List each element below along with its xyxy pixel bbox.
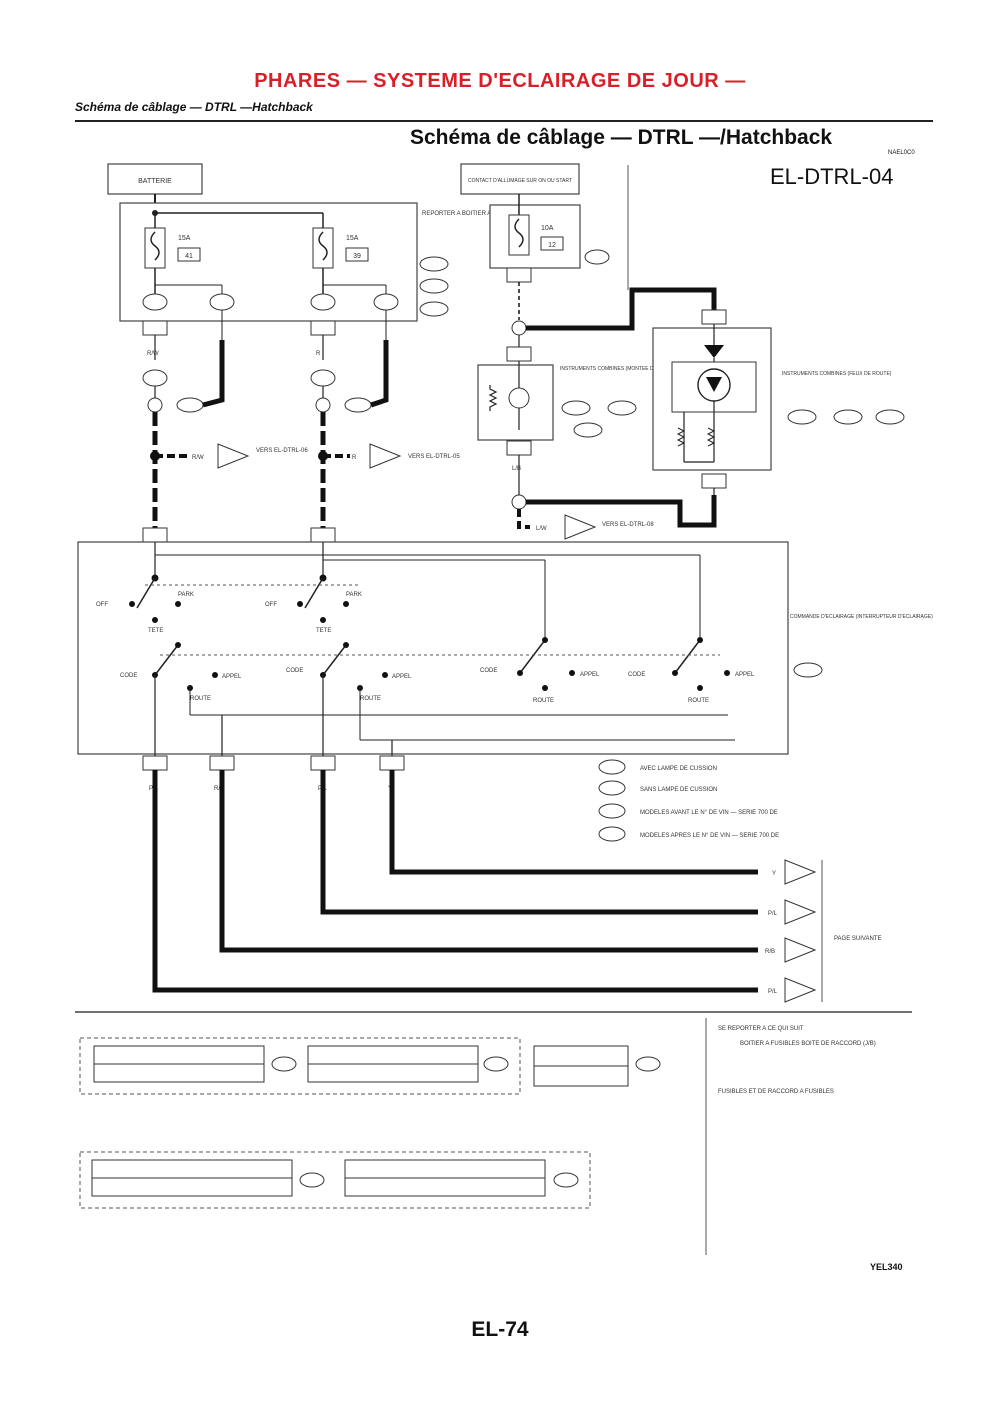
svg-text:CODE: CODE — [286, 668, 303, 674]
svg-text:P/L: P/L — [768, 911, 778, 917]
light-switch — [77, 541, 789, 755]
fuse-block — [119, 202, 418, 322]
svg-text:R/B: R/B — [214, 786, 224, 792]
svg-text:R/W: R/W — [147, 351, 159, 357]
fuse-box-note: REPORTER A BOITIER A FUSIBLES — [422, 211, 522, 217]
svg-text:39: 39 — [353, 253, 361, 260]
diagram-title: Schéma de câblage — DTRL —/Hatchback — [410, 126, 833, 149]
svg-text:R: R — [316, 351, 321, 357]
legend: AVEC LAMPE DE CUSSION SANS LAMPE DE CUSS… — [598, 759, 779, 842]
svg-text:APPEL: APPEL — [222, 674, 242, 680]
svg-text:MODELES AVANT LE N° DE VIN — S: MODELES AVANT LE N° DE VIN — SERIE 700 D… — [640, 810, 778, 816]
connector-views — [79, 1037, 661, 1209]
svg-text:OFF: OFF — [96, 602, 108, 608]
switch-label: COMMANDE D'ECLAIRAGE (INTERRUPTEUR D'ECL… — [790, 614, 933, 620]
svg-text:ROUTE: ROUTE — [688, 698, 709, 704]
svg-text:ROUTE: ROUTE — [360, 696, 381, 702]
to-dtrl-06-left: VERS EL-DTRL-06 — [256, 448, 308, 454]
svg-text:CODE: CODE — [120, 673, 137, 679]
to-dtrl-08: VERS EL-DTRL-08 — [602, 522, 654, 528]
svg-text:PARK: PARK — [346, 592, 362, 598]
svg-text:ROUTE: ROUTE — [533, 698, 554, 704]
svg-text:APPEL: APPEL — [392, 674, 412, 680]
combination-meter-label: INSTRUMENTS COMBINES (MONTEE DE VOYANT) — [560, 366, 681, 372]
diagram-code: EL-DTRL-04 — [770, 164, 894, 189]
svg-text:L/W: L/W — [536, 526, 547, 532]
svg-text:APPEL: APPEL — [735, 672, 755, 678]
svg-text:CODE: CODE — [628, 672, 645, 678]
page-title: PHARES — SYSTEME D'ECLAIRAGE DE JOUR — — [254, 70, 746, 92]
header-divider — [75, 120, 933, 122]
svg-text:ROUTE: ROUTE — [190, 696, 211, 702]
svg-text:TETE: TETE — [148, 628, 163, 634]
svg-text:P/L: P/L — [768, 989, 778, 995]
battery-label: BATTERIE — [138, 178, 172, 185]
svg-text:15A: 15A — [346, 235, 359, 242]
svg-text:15A: 15A — [178, 235, 191, 242]
diagram-ref-code: NAEL0C0 — [888, 150, 915, 156]
figure-id: YEL340 — [870, 1262, 903, 1272]
svg-text:PARK: PARK — [178, 592, 194, 598]
ignition-box — [460, 163, 580, 195]
svg-text:TETE: TETE — [316, 628, 331, 634]
svg-text:Y: Y — [772, 871, 776, 877]
page-number: EL-74 — [471, 1318, 529, 1341]
to-dtrl-05-mid: VERS EL-DTRL-05 — [408, 454, 460, 460]
ignition-label: CONTACT D'ALLUMAGE SUR ON OU START — [468, 178, 572, 184]
ref-note-2: BOITIER A FUSIBLES BOITE DE RACCORD (J/B… — [740, 1041, 876, 1047]
fuse-block-right — [489, 204, 581, 269]
svg-text:CODE: CODE — [480, 668, 497, 674]
svg-text:41: 41 — [185, 253, 193, 260]
svg-text:R/B: R/B — [765, 949, 775, 955]
next-page-label: PAGE SUIVANTE — [834, 936, 881, 942]
svg-text:12: 12 — [548, 242, 556, 249]
ref-note-3: FUSIBLES ET DE RACCORD A FUSIBLES — [718, 1089, 834, 1095]
svg-text:OFF: OFF — [265, 602, 277, 608]
svg-text:APPEL: APPEL — [580, 672, 600, 678]
fuse-left: 15A 41 — [144, 227, 201, 269]
svg-text:AVEC LAMPE DE CUSSION: AVEC LAMPE DE CUSSION — [640, 766, 717, 772]
svg-text:L/B: L/B — [512, 466, 521, 472]
ref-note-1: SE REPORTER A CE QUI SUIT — [718, 1026, 804, 1032]
svg-text:R: R — [352, 455, 357, 461]
svg-text:10A: 10A — [541, 225, 554, 232]
section-subtitle: Schéma de câblage — DTRL —Hatchback — [75, 100, 313, 114]
dimmer-switch-group: CODE ROUTE APPEL CODE ROUTE APPEL CODE R… — [120, 637, 755, 756]
fuse-mid: 15A 39 — [312, 227, 369, 269]
svg-text:MODELES APRES LE N° DE VIN — S: MODELES APRES LE N° DE VIN — SERIE 700 D… — [640, 833, 779, 839]
indicator-meter-label: INSTRUMENTS COMBINES (FEUX DE ROUTE) — [782, 371, 892, 377]
svg-text:SANS LAMPE DE CUSSION: SANS LAMPE DE CUSSION — [640, 787, 717, 793]
svg-text:R/W: R/W — [192, 455, 204, 461]
